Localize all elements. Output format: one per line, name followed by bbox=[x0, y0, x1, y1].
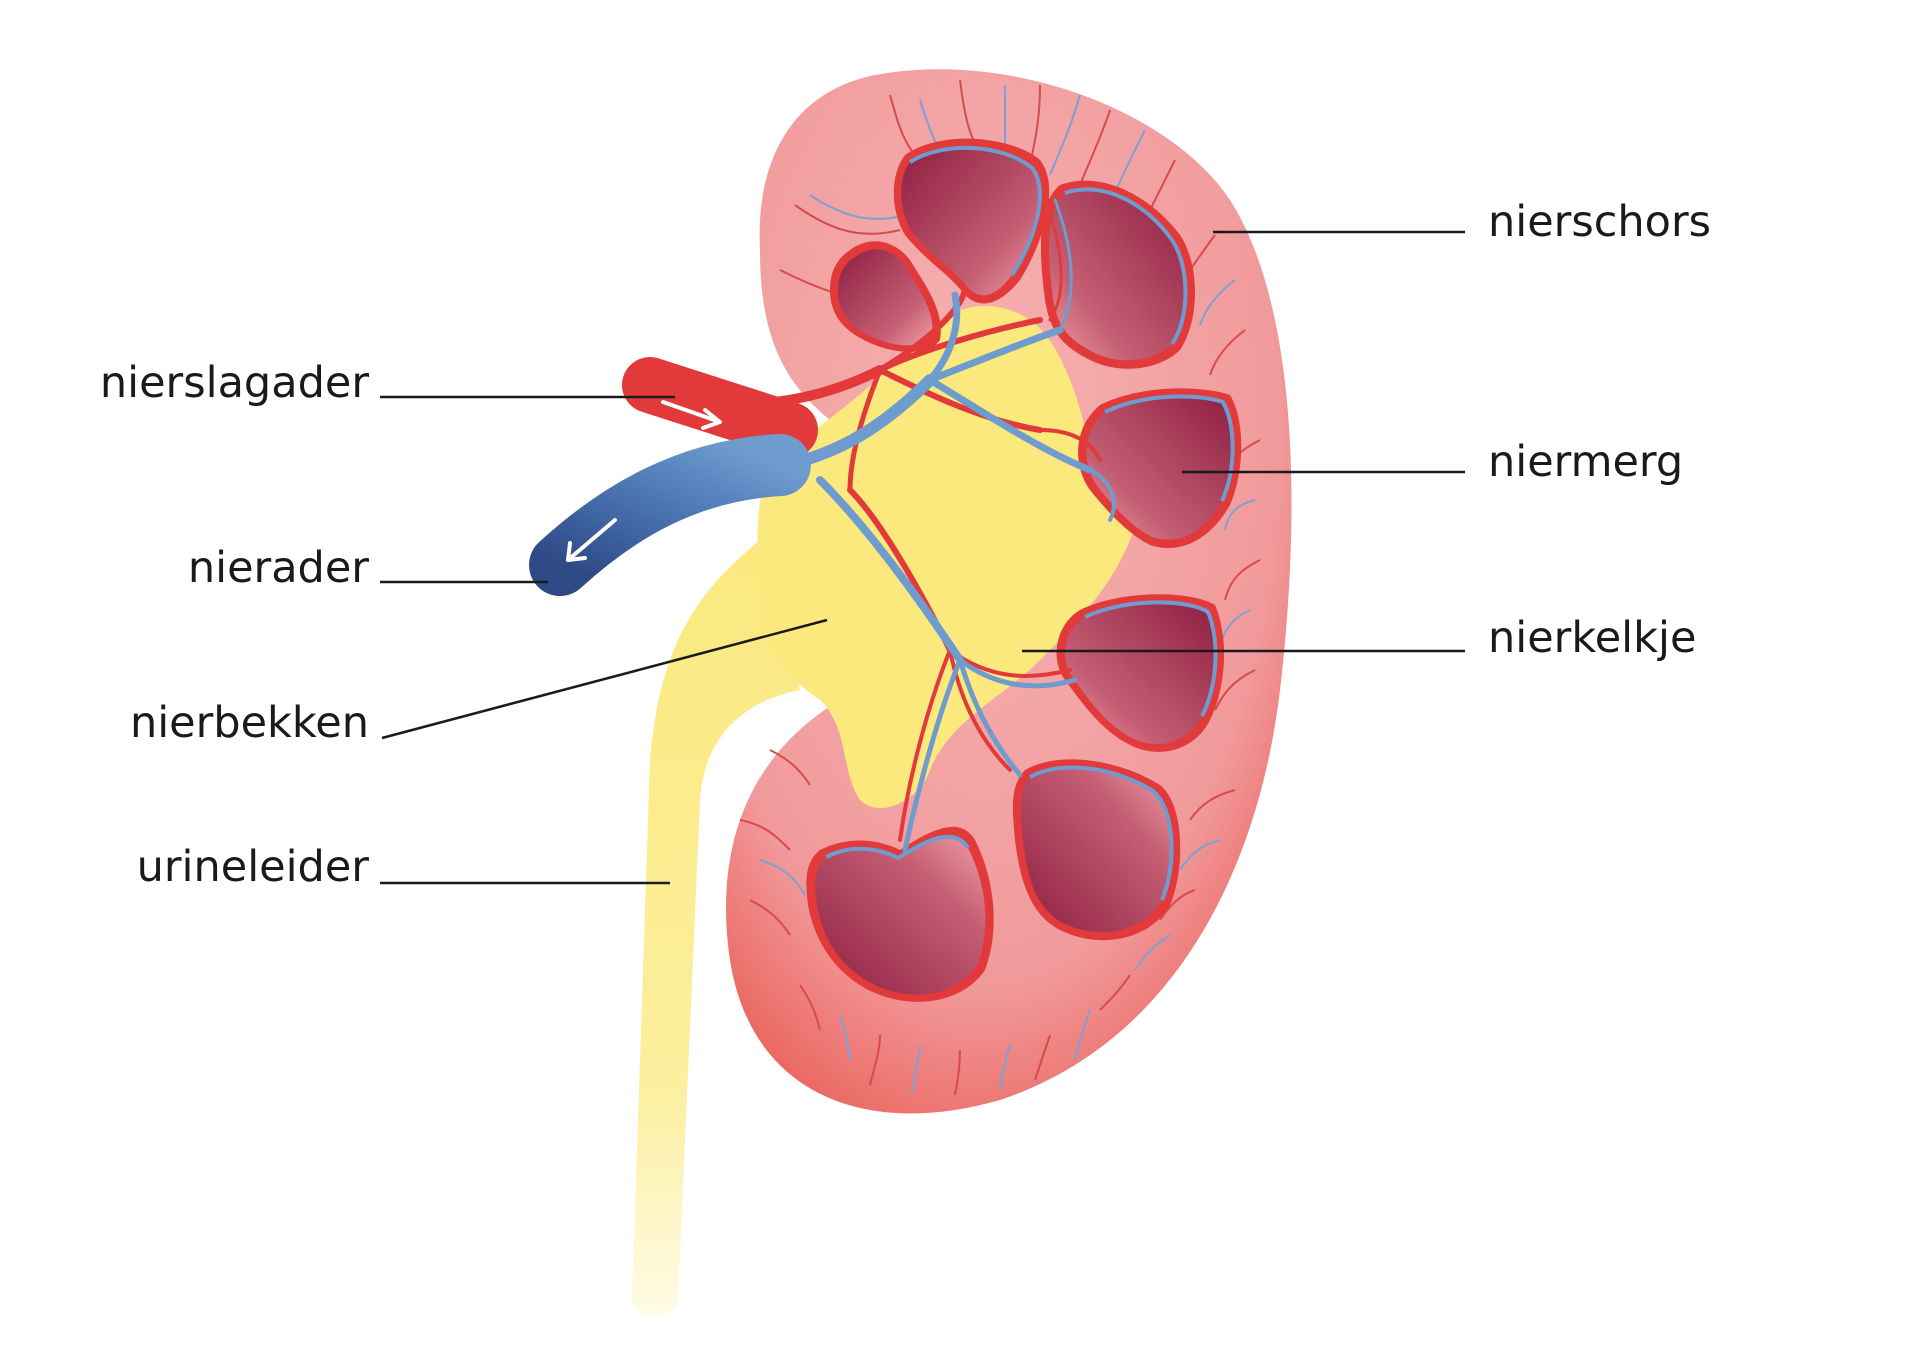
label-pelvis: nierbekken bbox=[130, 698, 369, 748]
medulla-pyramids bbox=[806, 138, 1242, 1002]
arrow-out-of-kidney-icon bbox=[566, 518, 617, 562]
ureter-tube bbox=[631, 540, 800, 1315]
leader-lines bbox=[380, 230, 1465, 885]
renal-vein bbox=[529, 434, 811, 596]
leader-pelvis bbox=[381, 618, 828, 740]
label-medulla: niermerg bbox=[1488, 437, 1683, 487]
label-artery: nierslagader bbox=[100, 358, 369, 408]
arrow-into-kidney-icon bbox=[661, 400, 722, 430]
label-cortex: nierschors bbox=[1488, 197, 1711, 247]
renal-artery bbox=[622, 357, 818, 458]
label-ureter: urineleider bbox=[137, 842, 370, 892]
label-calyx: nierkelkje bbox=[1488, 613, 1696, 663]
label-vein: nierader bbox=[188, 543, 369, 593]
